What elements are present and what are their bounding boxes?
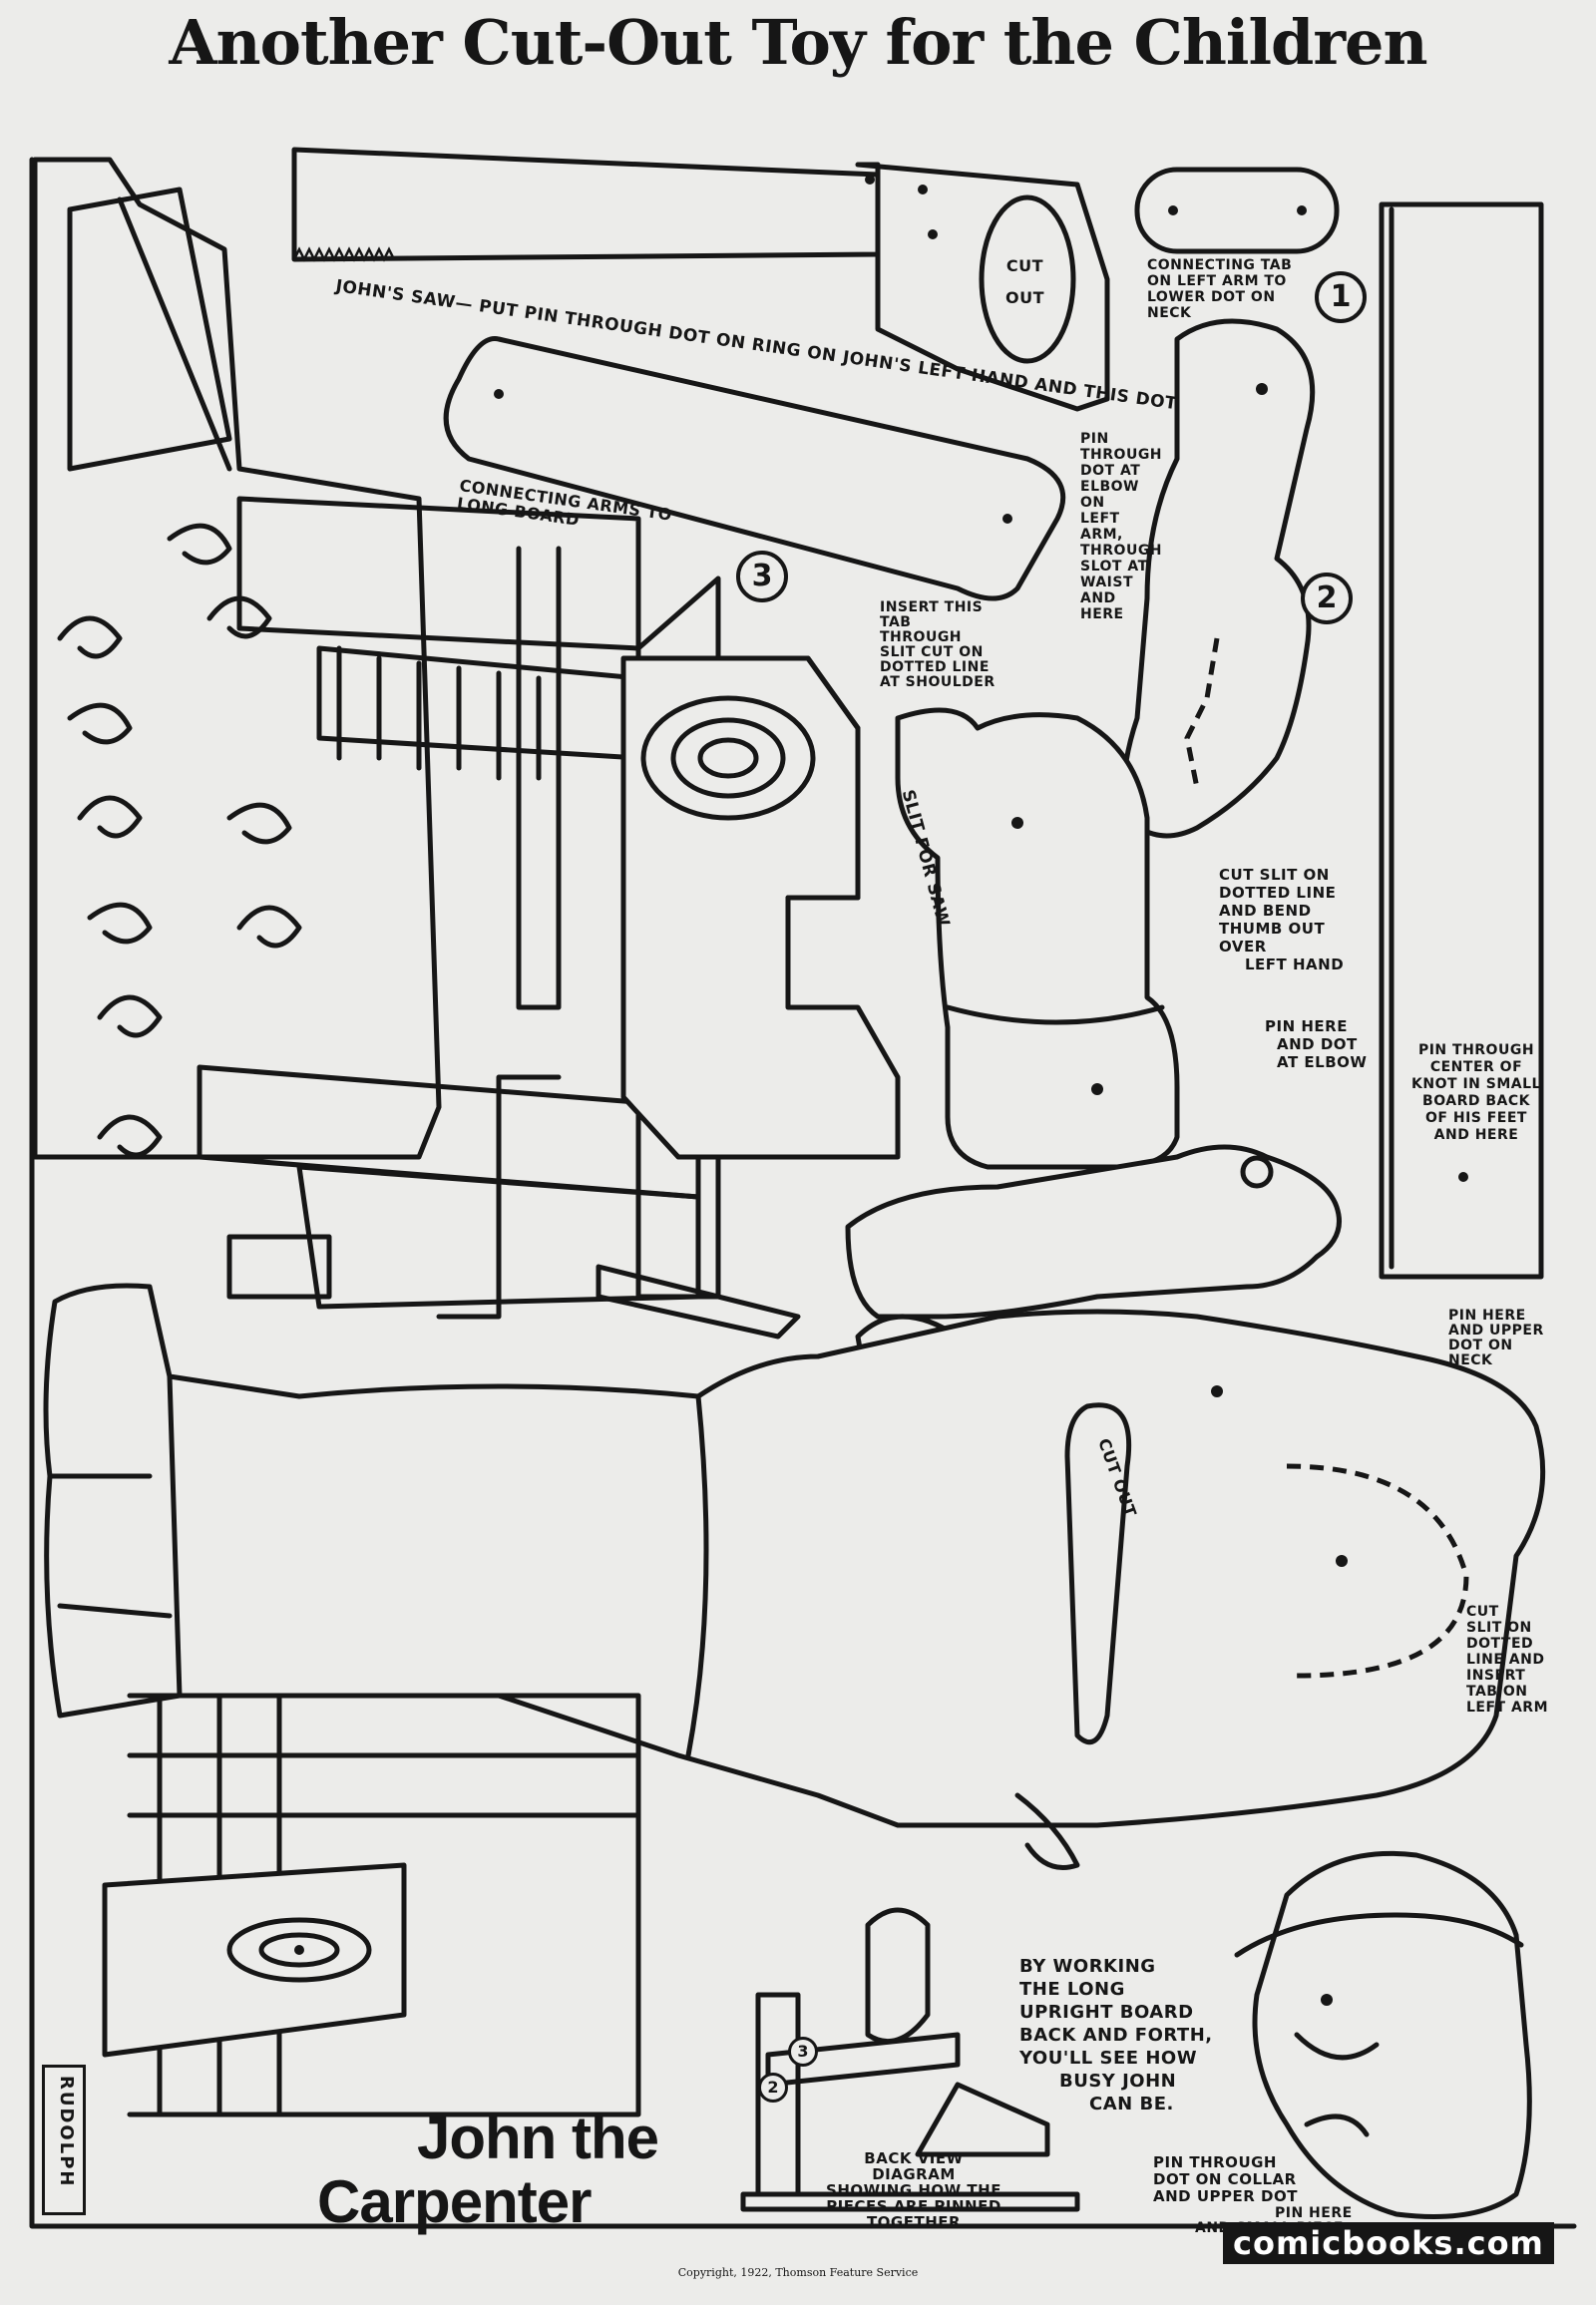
tab-1-drawing xyxy=(1134,167,1340,254)
wood-block-drawing xyxy=(620,655,901,1160)
copyright-line: Copyright, 1922, Thomson Feature Service xyxy=(677,2266,919,2279)
toy-name-line-1: John the xyxy=(417,2105,659,2171)
back-view-label-3: 3 xyxy=(788,2037,818,2067)
arm-bar-3-drawing xyxy=(443,336,1066,601)
left-arm-number-2: 2 xyxy=(1301,573,1353,624)
upright-board-drawing xyxy=(1379,201,1544,1280)
page-title: Another Cut-Out Toy for the Children xyxy=(169,6,1427,79)
body-drawing xyxy=(43,1283,1546,1870)
head-drawing xyxy=(1234,1850,1532,2219)
wood-shavings-drawing xyxy=(57,523,302,1158)
workbench-drawing xyxy=(32,157,801,1340)
arm-bar-number-3: 3 xyxy=(736,551,788,602)
lumber-pile-drawing xyxy=(102,1693,641,2117)
left-arm-drawing xyxy=(1121,318,1316,839)
toy-name-line-2: Carpenter xyxy=(317,2168,592,2235)
tab-number-1: 1 xyxy=(1315,271,1367,323)
saw-drawing xyxy=(291,147,1110,412)
right-arm-drawing xyxy=(895,707,1180,1170)
back-view-diagram xyxy=(740,1907,1080,2212)
back-view-label-2: 2 xyxy=(758,2073,788,2103)
artist-signature: RUDOLPH xyxy=(42,2065,86,2215)
page-border xyxy=(29,157,1577,2229)
watermark: comicbooks.com xyxy=(1223,2222,1554,2264)
